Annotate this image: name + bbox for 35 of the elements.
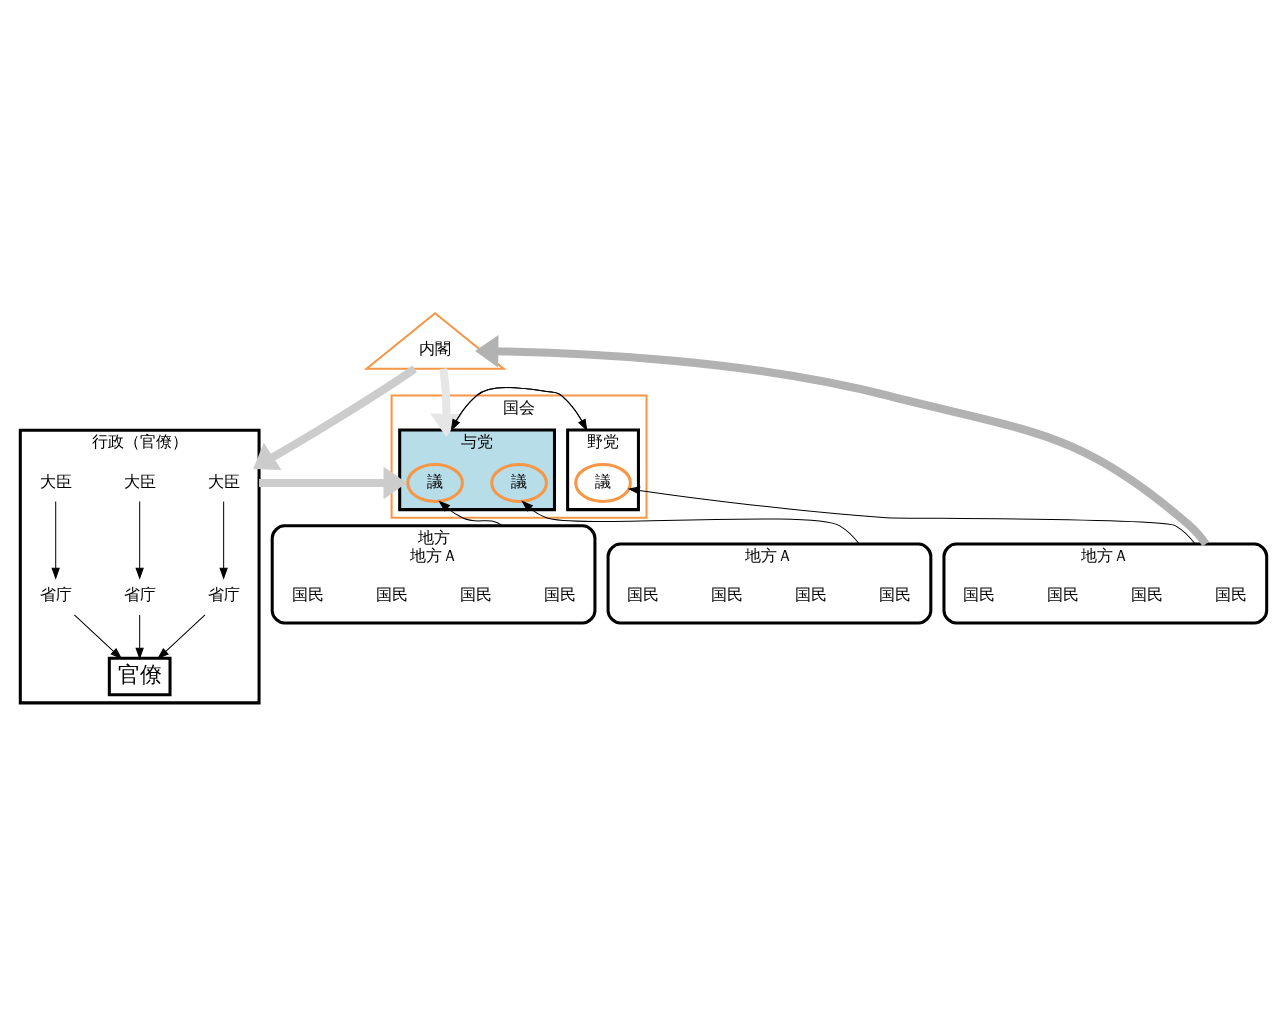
arrow (259, 466, 407, 500)
arrow (157, 614, 206, 660)
node-ellipse: 議 (574, 462, 632, 503)
arrow (521, 500, 860, 545)
arrow (430, 368, 463, 437)
arrow (450, 387, 588, 432)
node-ellipse: 議 (490, 462, 548, 503)
node-ellipse: 議 (406, 462, 464, 503)
node-text: 大臣 (39, 471, 72, 491)
node-text: 国民 (375, 585, 408, 605)
arrow (135, 500, 144, 580)
node-text: 省庁 (207, 585, 240, 605)
node-text: 国民 (795, 585, 828, 605)
arrow (253, 365, 417, 471)
node-text: 国民 (1047, 585, 1080, 605)
arrow (73, 614, 123, 660)
node-text: 国民 (1131, 585, 1164, 605)
arrow (475, 335, 1210, 547)
node-text: 省庁 (123, 585, 156, 605)
node-text: 国民 (963, 585, 996, 605)
arrow (135, 614, 144, 660)
node-text: 国民 (711, 585, 744, 605)
node-text: 省庁 (39, 585, 72, 605)
node-text: 大臣 (123, 471, 156, 491)
node-box: 官僚 (107, 656, 172, 697)
node-text: 国民 (543, 585, 576, 605)
node-text: 国民 (879, 585, 912, 605)
node-text: 国民 (459, 585, 492, 605)
arrow (627, 486, 1196, 545)
node-text: 国民 (627, 585, 660, 605)
arrow (51, 500, 60, 580)
node-text: 国民 (1215, 585, 1248, 605)
arrow (219, 500, 228, 580)
node-text: 大臣 (207, 471, 240, 491)
node-text: 国民 (291, 585, 324, 605)
